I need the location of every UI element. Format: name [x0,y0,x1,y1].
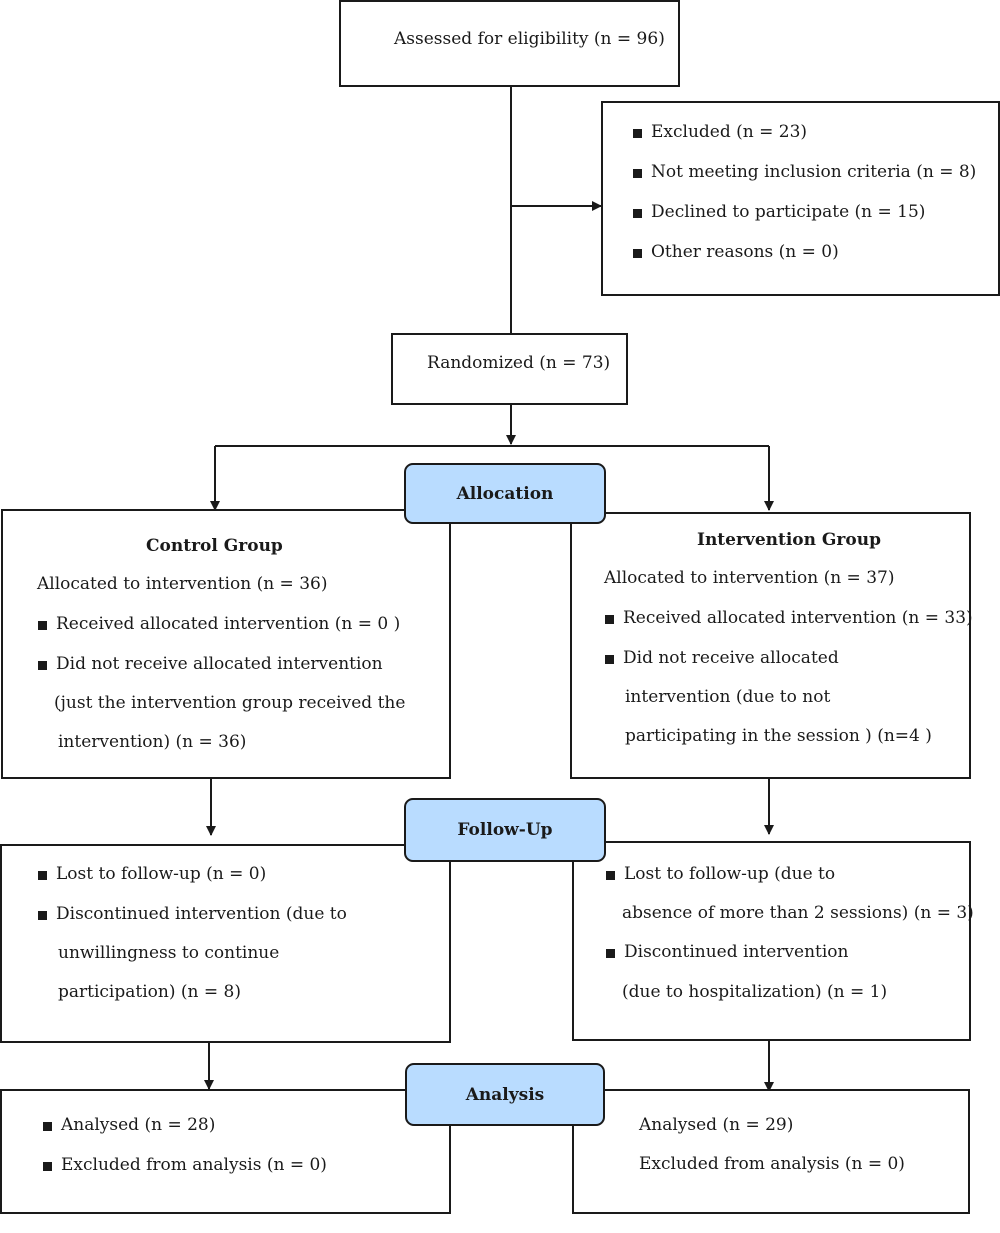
control-not-received-3: intervention) (n = 36) [58,732,247,752]
allocation-label: Allocation [404,463,606,524]
bullet-icon [605,655,614,664]
bullet-icon [43,1162,52,1171]
intervention-discontinued-1: Discontinued intervention [624,942,849,962]
control-discontinued-2: unwillingness to continue [58,943,280,963]
control-group-title: Control Group [146,536,283,556]
analysis-label: Analysis [405,1063,605,1126]
bullet-icon [633,209,642,218]
control-allocation-box [1,509,451,779]
intervention-discontinued-2: (due to hospitalization) (n = 1) [622,982,888,1002]
bullet-icon [633,129,642,138]
intervention-lost-1: Lost to follow-up (due to [624,864,836,884]
bullet-icon [606,949,615,958]
intervention-received: Received allocated intervention (n = 33) [623,608,973,628]
bullet-icon [633,249,642,258]
intervention-lost-2: absence of more than 2 sessions) (n = 3) [622,903,974,923]
intervention-not-received-2: intervention (due to not [625,687,831,707]
control-excluded-analysis: Excluded from analysis (n = 0) [61,1155,327,1175]
assessed-text: Assessed for eligibility (n = 96) [394,29,665,49]
control-followup-box [0,844,451,1043]
control-lost: Lost to follow-up (n = 0) [56,864,267,884]
intervention-analysed: Analysed (n = 29) [639,1115,794,1135]
bullet-icon [606,871,615,880]
follow-up-label: Follow-Up [404,798,606,862]
intervention-excluded-analysis: Excluded from analysis (n = 0) [639,1154,905,1174]
intervention-group-title: Intervention Group [697,530,881,550]
control-not-received-1: Did not receive allocated intervention [56,654,383,674]
control-received: Received allocated intervention (n = 0 ) [56,614,401,634]
excluded-box [601,101,1000,296]
bullet-icon [605,615,614,624]
control-analysis-box [0,1089,451,1214]
control-discontinued-3: participation) (n = 8) [58,982,241,1002]
excluded-declined: Declined to participate (n = 15) [651,202,926,222]
bullet-icon [633,169,642,178]
assessed-box [339,0,680,87]
intervention-allocated: Allocated to intervention (n = 37) [604,568,895,588]
intervention-followup-box [572,841,971,1041]
intervention-not-received-1: Did not receive allocated [623,648,839,668]
intervention-not-received-3: participating in the session ) (n=4 ) [625,726,932,746]
control-discontinued-1: Discontinued intervention (due to [56,904,347,924]
excluded-other: Other reasons (n = 0) [651,242,839,262]
bullet-icon [38,871,47,880]
randomized-box [391,333,628,405]
control-analysed: Analysed (n = 28) [61,1115,216,1135]
bullet-icon [38,621,47,630]
excluded-criteria: Not meeting inclusion criteria (n = 8) [651,162,977,182]
randomized-text: Randomized (n = 73) [427,353,611,373]
intervention-allocation-box [570,512,971,779]
excluded-total: Excluded (n = 23) [651,122,808,142]
bullet-icon [43,1122,52,1131]
intervention-analysis-box [572,1089,970,1214]
control-not-received-2: (just the intervention group received th… [54,693,406,713]
control-allocated: Allocated to intervention (n = 36) [37,574,328,594]
bullet-icon [38,911,47,920]
bullet-icon [38,661,47,670]
